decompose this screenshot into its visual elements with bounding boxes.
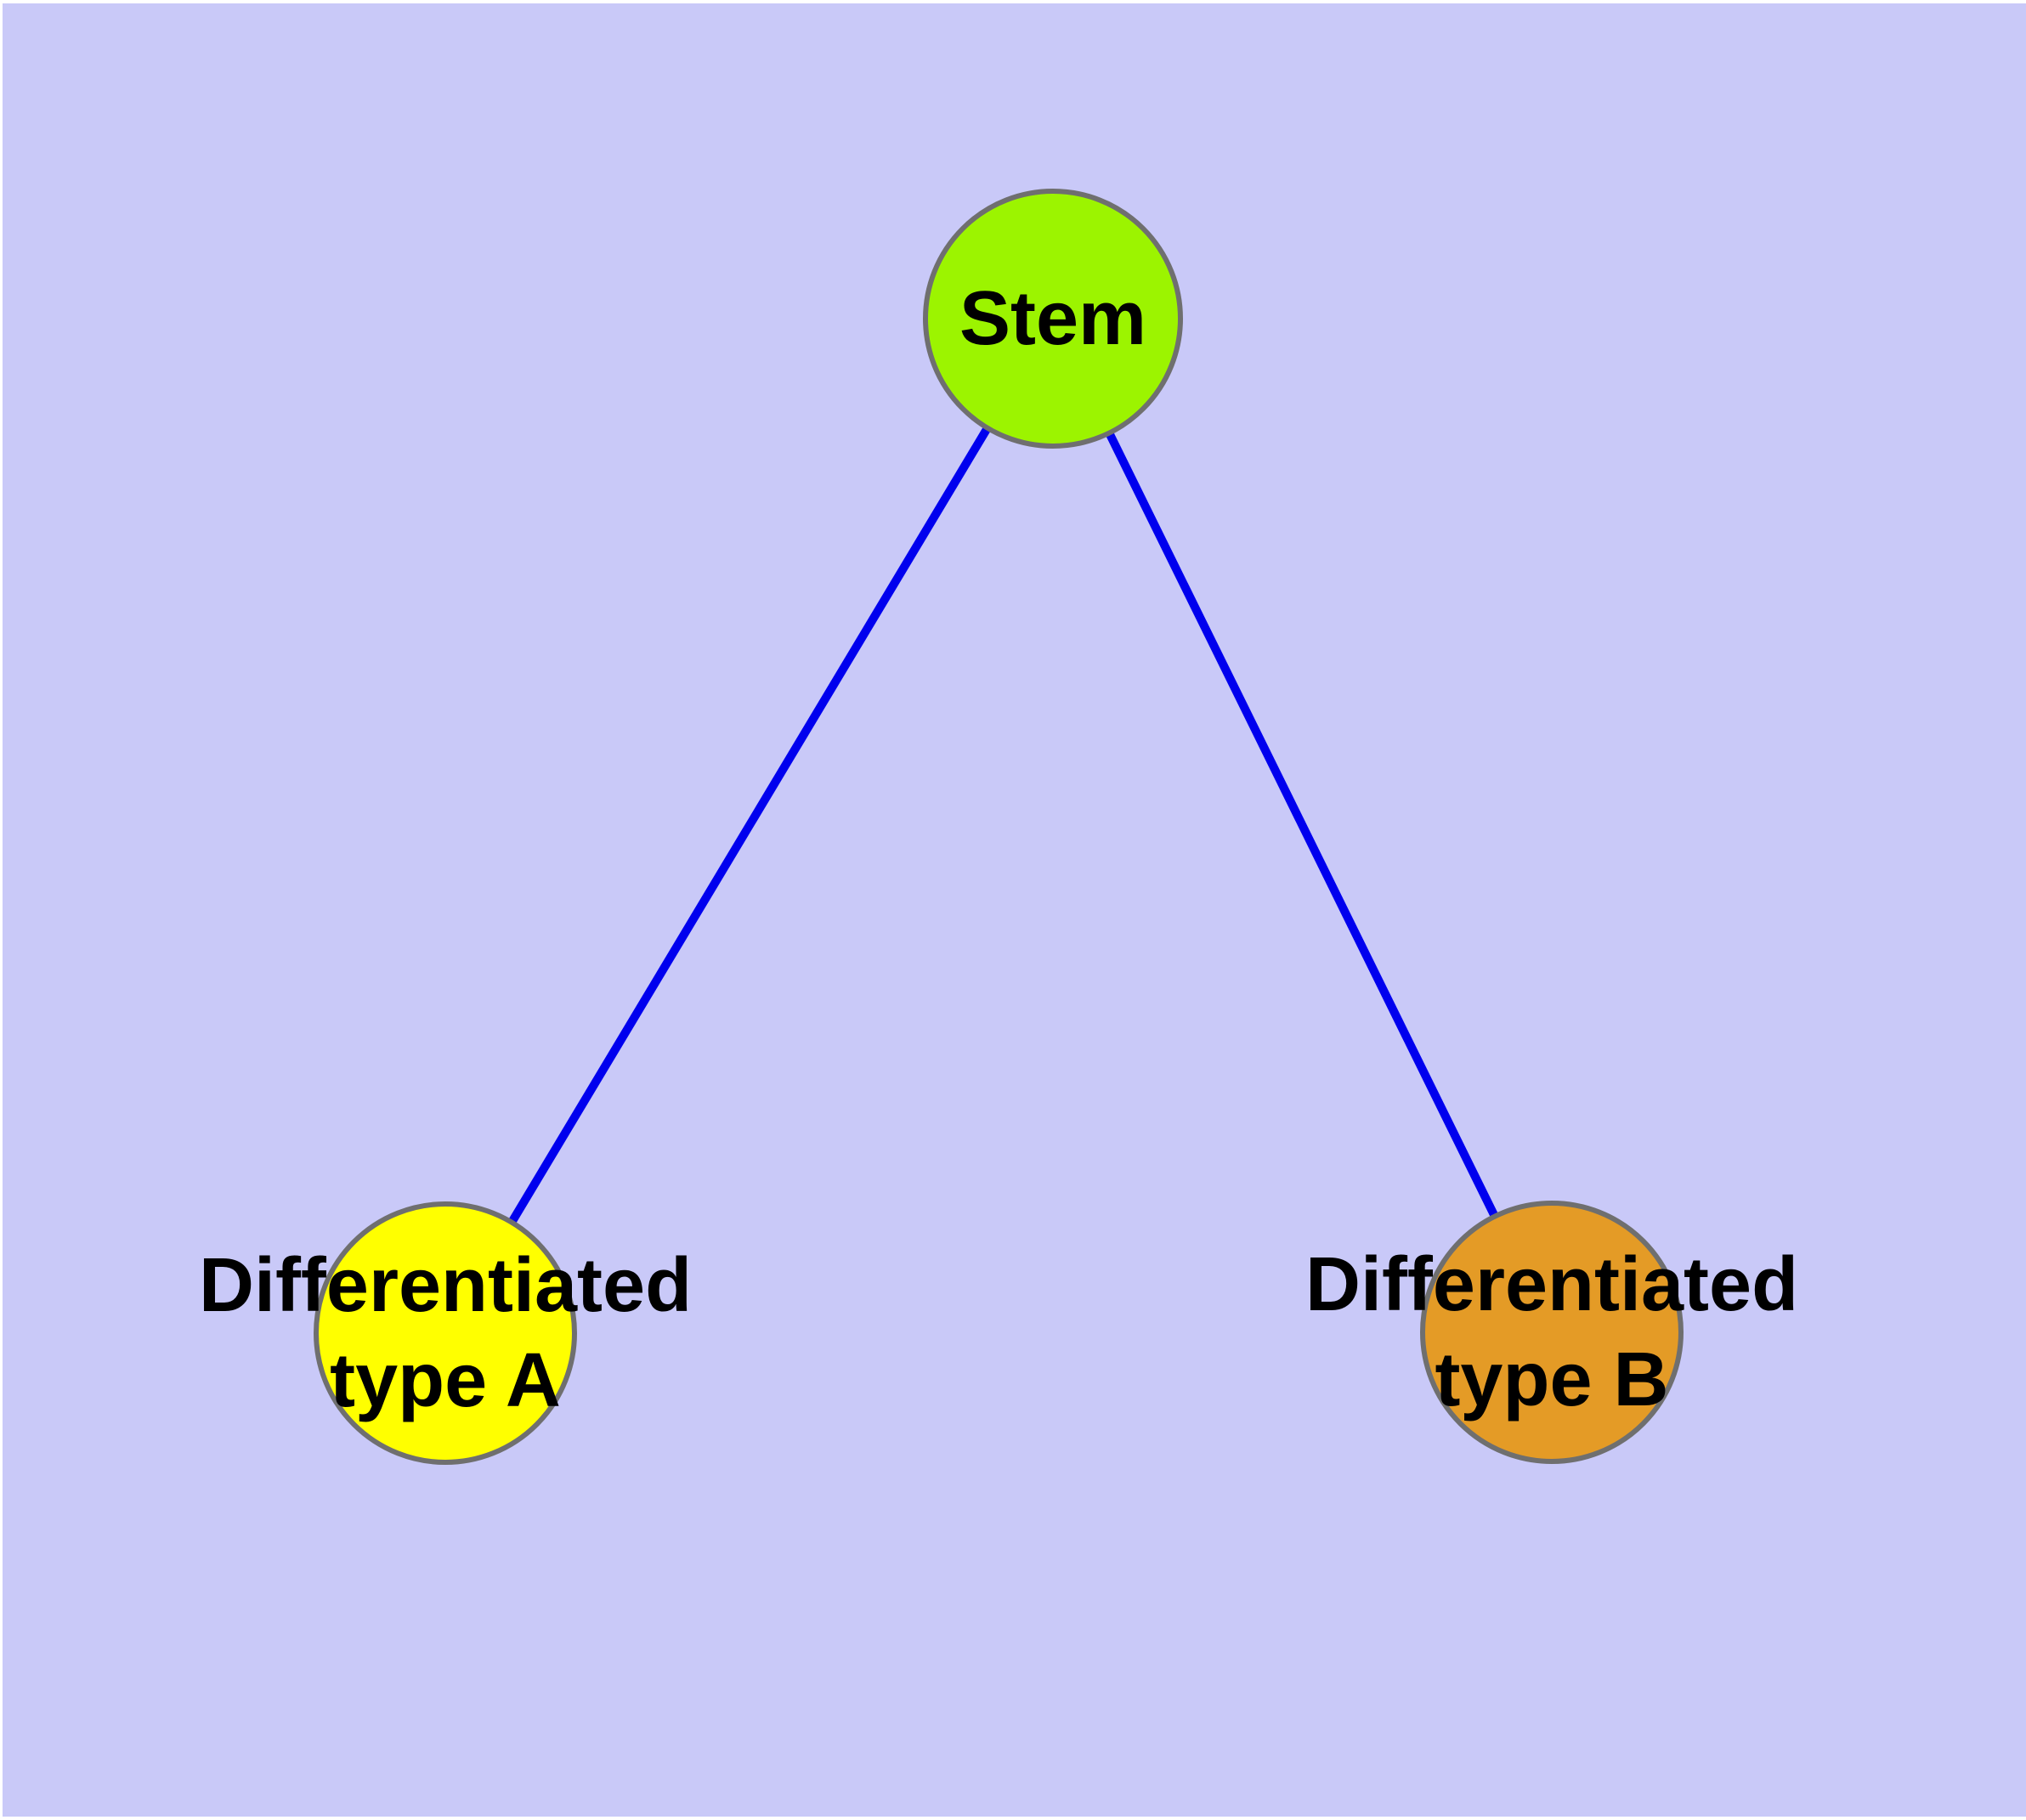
edge-stem-to-type-a <box>441 316 1057 1336</box>
node-type-a <box>314 1201 577 1465</box>
node-stem <box>923 189 1183 449</box>
node-type-b <box>1420 1201 1684 1464</box>
edge-stem-to-type-b <box>1049 316 1556 1335</box>
graph-svg <box>314 189 1684 1465</box>
